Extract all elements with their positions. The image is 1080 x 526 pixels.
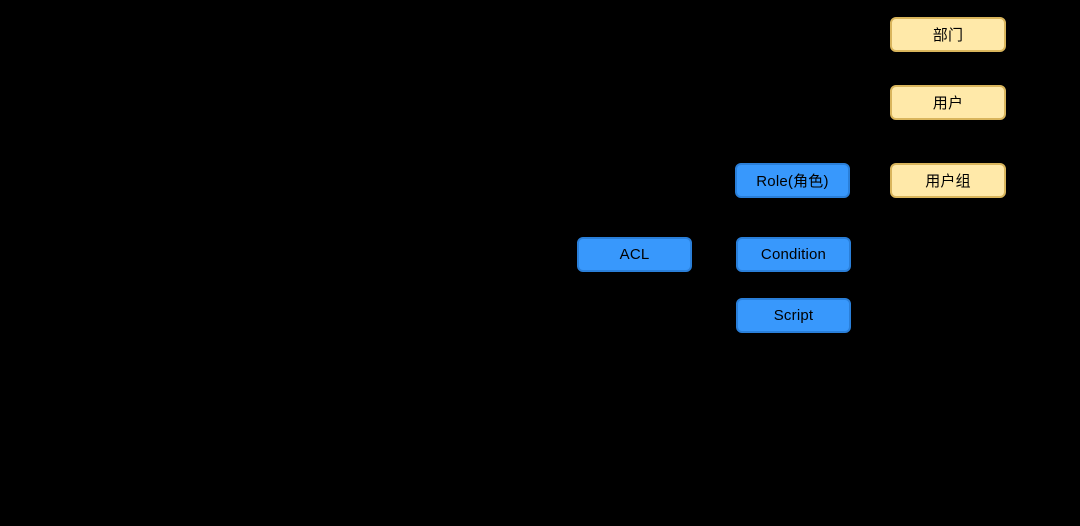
node-acl: ACL (577, 237, 692, 272)
node-condition-label: Condition (760, 246, 827, 263)
node-user: 用户 (890, 85, 1006, 120)
node-department-label: 部门 (932, 27, 964, 44)
node-user-label: 用户 (932, 95, 964, 112)
node-department: 部门 (890, 17, 1006, 52)
node-script-label: Script (773, 307, 814, 324)
node-acl-label: ACL (619, 246, 650, 263)
node-role: Role(角色) (735, 163, 850, 198)
node-user-group-label: 用户组 (925, 173, 971, 190)
node-condition: Condition (736, 237, 851, 272)
node-script: Script (736, 298, 851, 333)
node-user-group: 用户组 (890, 163, 1006, 198)
node-role-label: Role(角色) (756, 173, 829, 190)
